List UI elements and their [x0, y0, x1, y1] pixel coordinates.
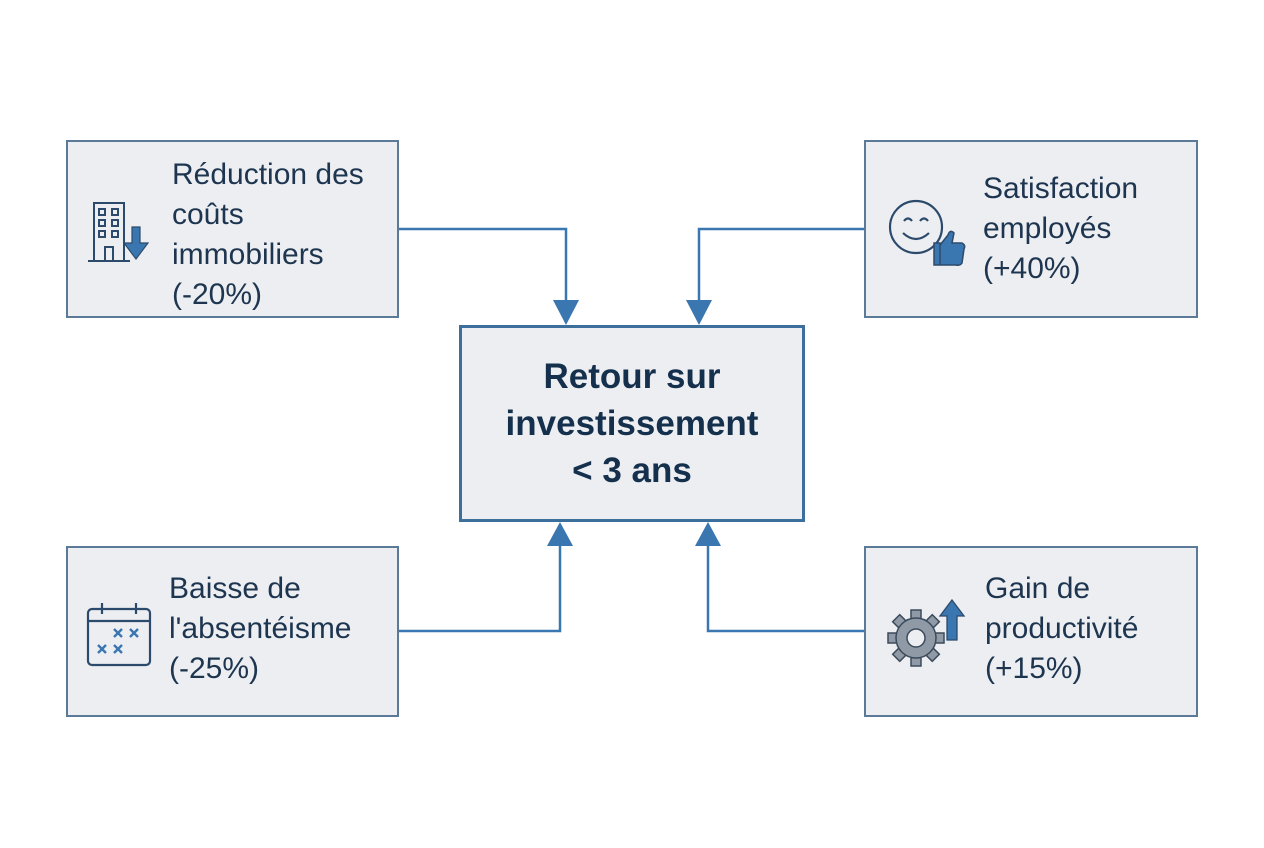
arrowhead-bottom-left [547, 522, 573, 546]
arrowhead-top-left [553, 300, 579, 325]
box-label-line: employés [983, 212, 1112, 245]
box-label-line: Satisfaction [983, 172, 1139, 205]
smiley-thumbs-up-icon [884, 195, 968, 276]
box-employee-satisfaction: Satisfaction employés (+40%) [864, 140, 1198, 318]
center-title-line: < 3 ans [572, 451, 692, 490]
box-label-line: (+15%) [985, 652, 1083, 685]
box-label-line: (-25%) [169, 652, 260, 685]
center-title-line: Retour sur [543, 357, 721, 396]
box-real-estate-costs: Réduction des coûts immobiliers (-20%) [66, 140, 399, 318]
gear-up-arrow-icon [886, 596, 970, 677]
box-label-line: coûts [172, 198, 244, 231]
box-label-line: immobiliers [172, 238, 324, 271]
center-box: Retour sur investissement < 3 ans [459, 325, 805, 522]
box-absenteeism: Baisse de l'absentéisme (-25%) [66, 546, 399, 717]
box-label-line: (+40%) [983, 252, 1081, 285]
box-label: Baisse de l'absentéisme (-25%) [169, 569, 352, 689]
arrowhead-top-right [686, 300, 712, 325]
box-label-line: Réduction des [172, 158, 364, 191]
box-label-line: (-20%) [172, 278, 263, 311]
box-label: Réduction des coûts immobiliers (-20%) [172, 155, 364, 315]
box-label: Gain de productivité (+15%) [985, 569, 1138, 689]
box-label: Satisfaction employés (+40%) [983, 169, 1138, 289]
box-label-line: Gain de [985, 572, 1091, 605]
box-label-line: Baisse de [169, 572, 301, 605]
connector-bottom-right [706, 540, 864, 633]
building-down-arrow-icon [86, 197, 156, 272]
connector-bottom-left [399, 540, 562, 633]
center-title: Retour sur investissement < 3 ans [506, 353, 759, 494]
connector-top-right [697, 227, 864, 308]
calendar-x-icon [84, 601, 156, 676]
box-label-line: productivité [985, 612, 1139, 645]
arrowhead-bottom-right [695, 522, 721, 546]
box-label-line: l'absentéisme [169, 612, 352, 645]
box-productivity: Gain de productivité (+15%) [864, 546, 1198, 717]
connector-top-left [399, 227, 568, 308]
center-title-line: investissement [505, 404, 759, 443]
